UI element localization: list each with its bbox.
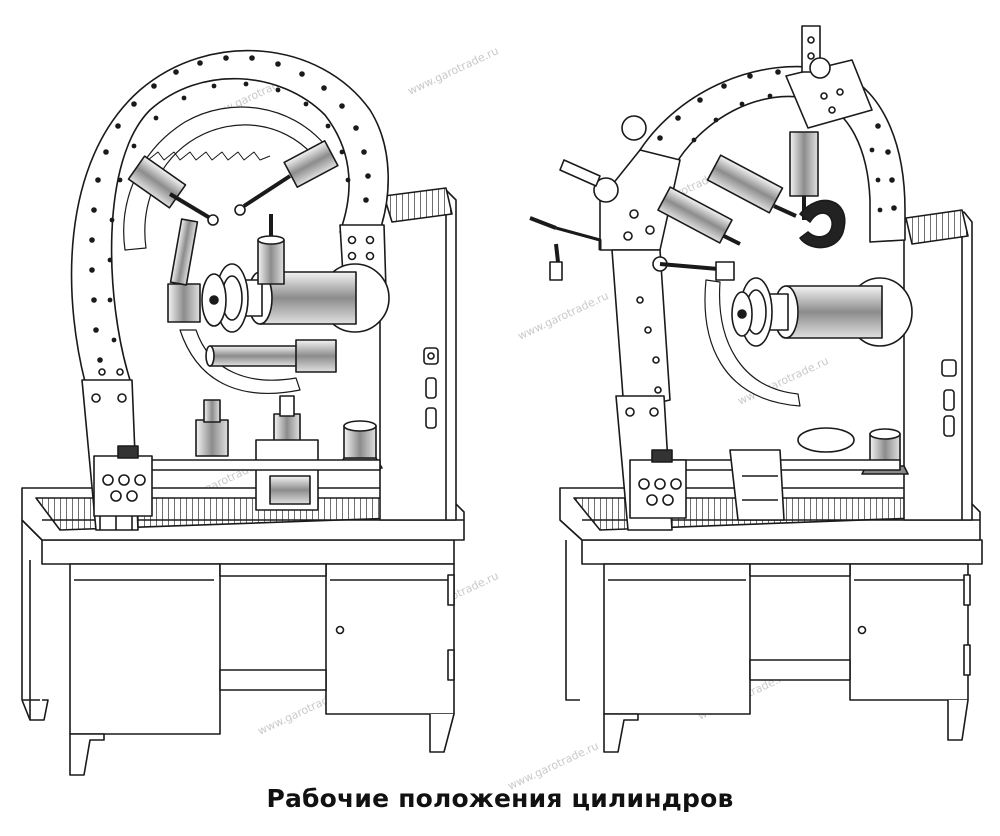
swing-arm-plate (599, 149, 681, 411)
arc-holes (89, 55, 371, 363)
column-right (903, 209, 973, 521)
cylinder-upper-right (234, 140, 339, 216)
cabinet-right (559, 519, 983, 753)
bead-hook (799, 199, 846, 249)
cylinder-bottom-a (195, 399, 229, 457)
valve-block-right (629, 449, 687, 519)
machine-right (529, 25, 983, 753)
cylinder-horizontal-lower (205, 339, 337, 373)
link-arm (559, 159, 601, 187)
top-mount-bracket (785, 25, 873, 129)
clamp-bracket-left (255, 439, 319, 511)
machine-left (21, 49, 465, 776)
cabinet-left (21, 519, 455, 776)
crank-handle (529, 216, 602, 281)
cylinder-angled-b (657, 186, 741, 246)
wheel-rim-right (704, 279, 801, 407)
column-left (379, 187, 457, 521)
cylinder-angled-c (659, 261, 735, 281)
rotation-knobs (593, 115, 647, 203)
rail-left (129, 459, 381, 471)
cylinder-mid-left (167, 218, 201, 323)
spindle-right (731, 277, 913, 347)
rail-right (669, 427, 901, 471)
watermark: www.garotrade.ru (406, 44, 501, 97)
cylinder-vertical-top (789, 131, 819, 220)
valve-block-left (93, 445, 153, 530)
cylinder-angled-a (706, 154, 797, 218)
spindle-left (201, 263, 390, 333)
clamp-bracket-right (729, 449, 785, 521)
watermark: www.garotrade.ru (516, 289, 611, 342)
cylinder-upper-left (127, 155, 219, 226)
c-frame-arc-left (70, 49, 389, 401)
cylinder-mid-vertical (257, 214, 285, 285)
figure-caption: Рабочие положения цилиндров (266, 784, 734, 813)
